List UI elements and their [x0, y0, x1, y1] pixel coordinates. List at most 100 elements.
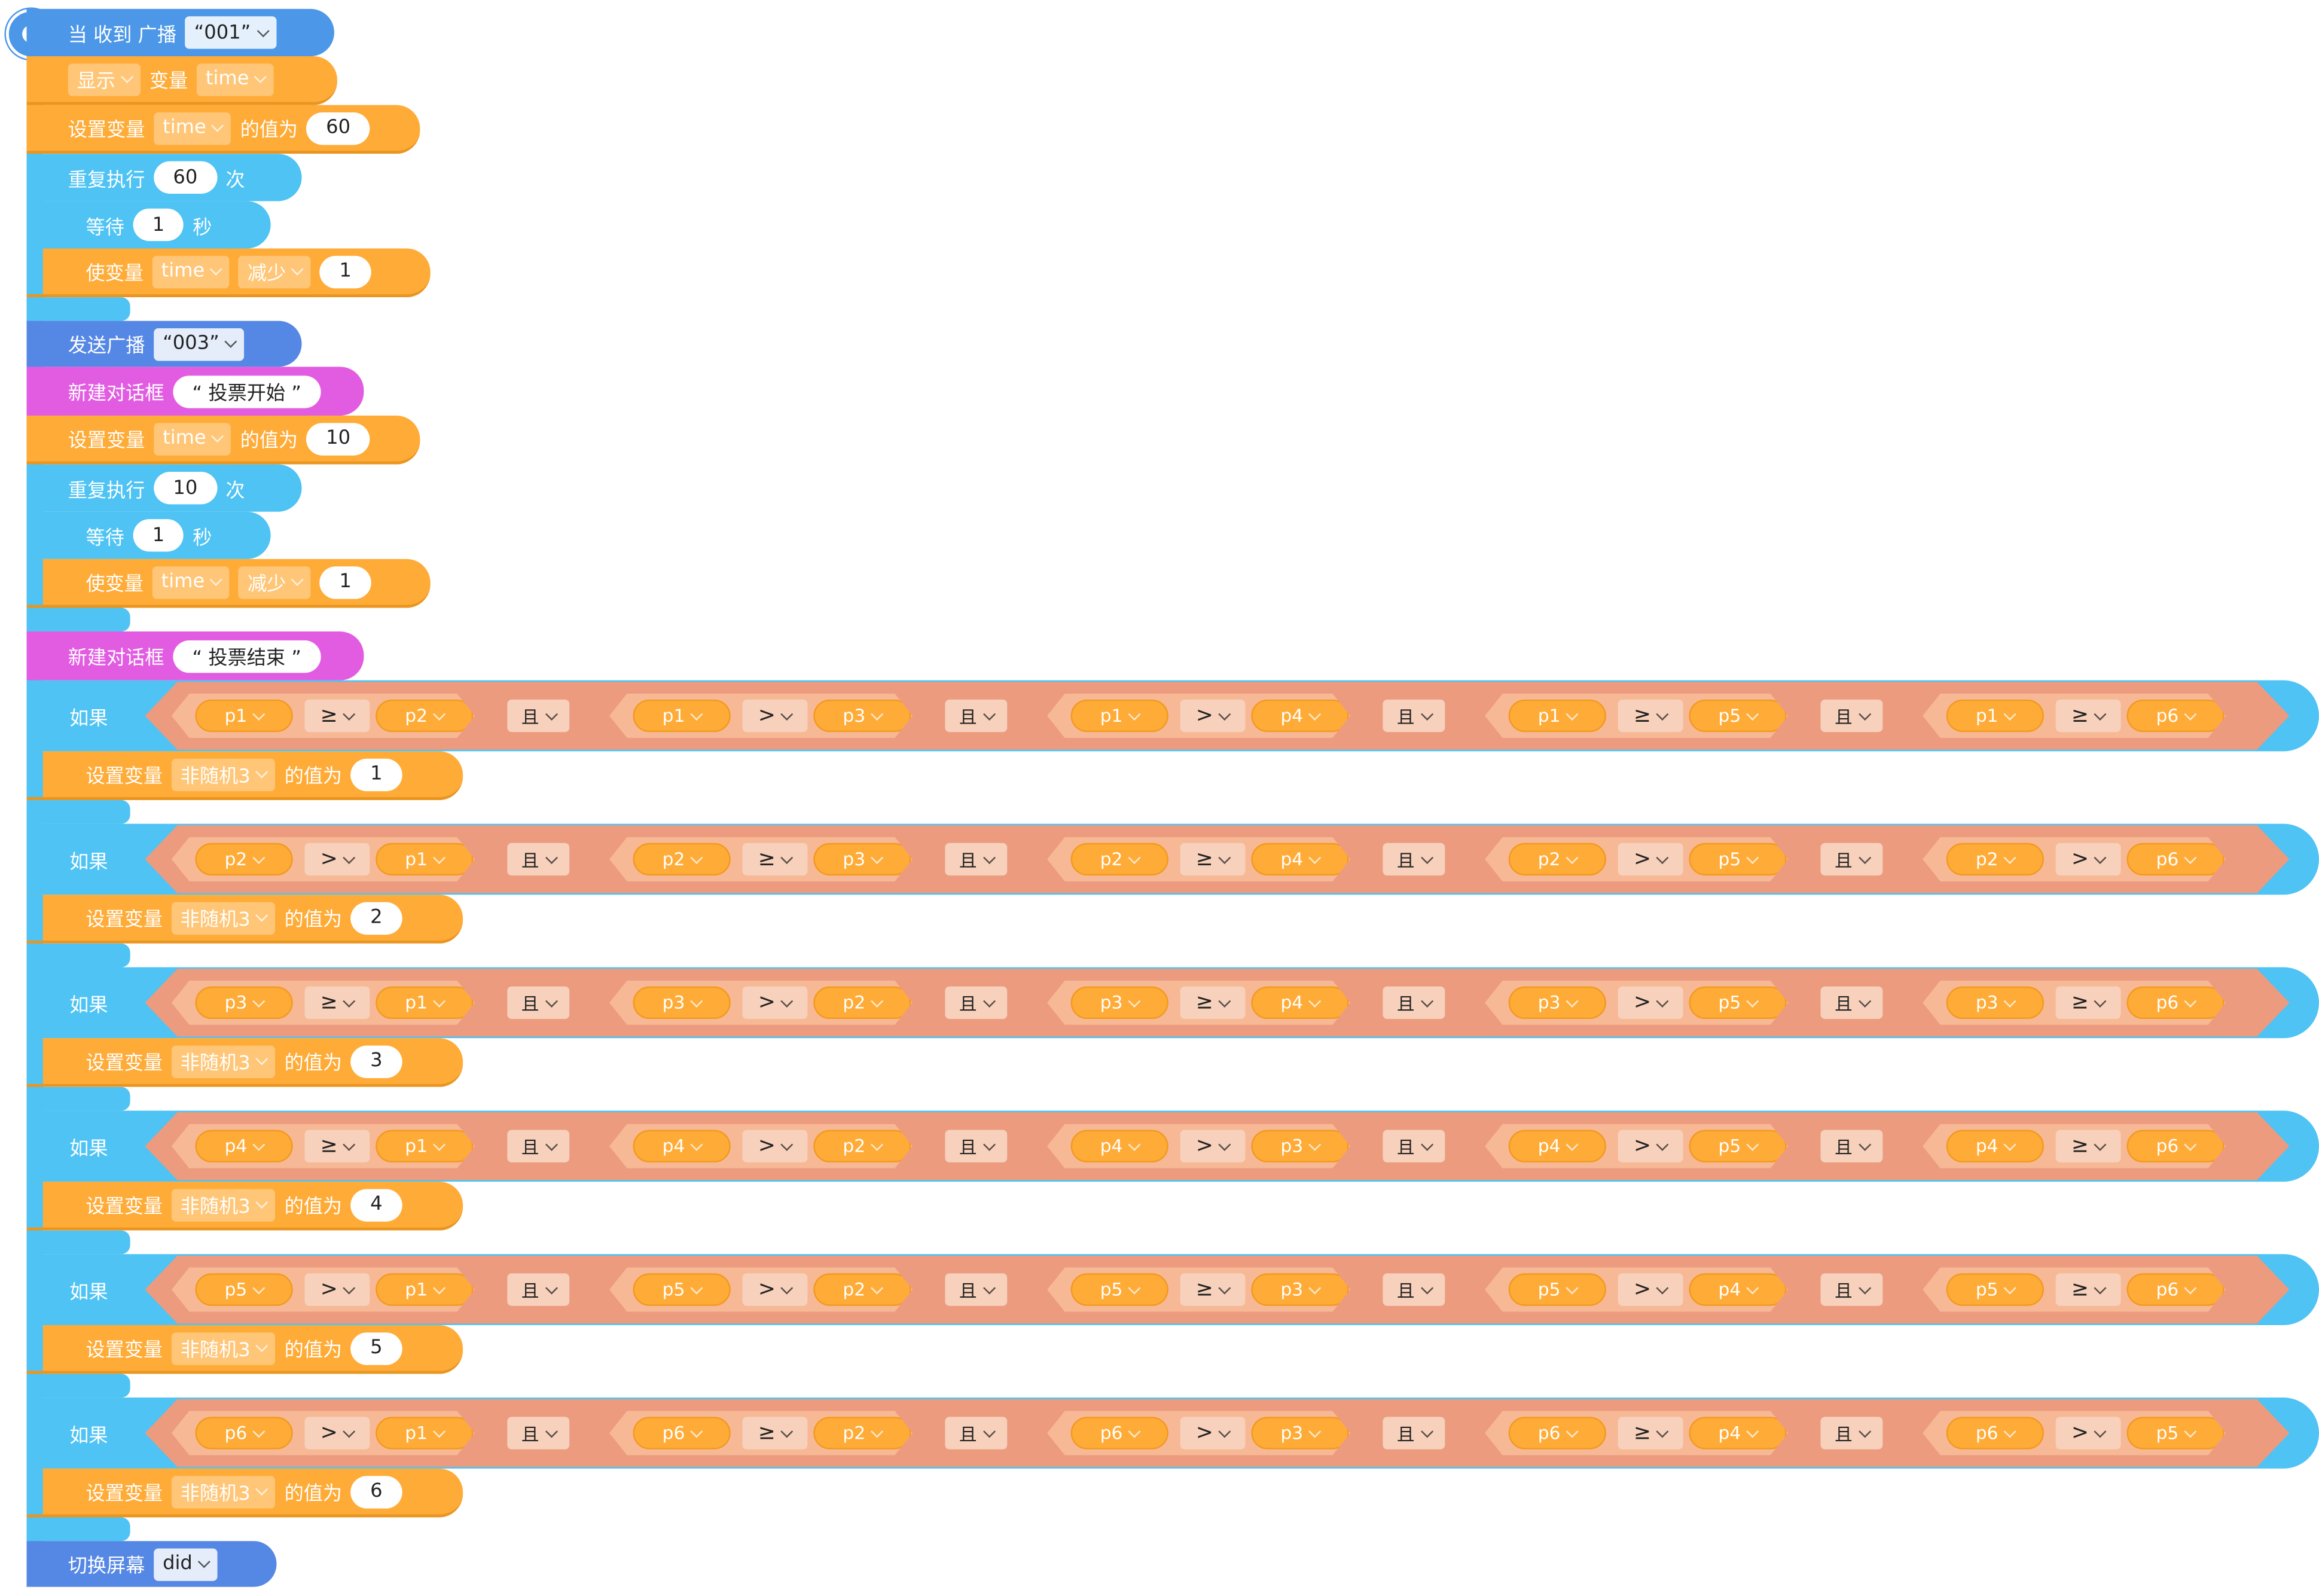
number-input[interactable]: “ 投票结束 ”: [173, 639, 321, 673]
variable-reporter[interactable]: p1: [376, 987, 473, 1019]
operator-dropdown[interactable]: ≥: [304, 700, 370, 732]
comparison-block[interactable]: p6>p3: [1047, 1411, 1350, 1455]
operator-dropdown[interactable]: ≥: [1180, 843, 1246, 875]
operator-dropdown[interactable]: ≥: [1180, 987, 1246, 1019]
variable-reporter[interactable]: p5: [1689, 700, 1786, 732]
variable-reporter[interactable]: p4: [1946, 1130, 2044, 1162]
and-operator-dropdown[interactable]: 且: [1821, 1417, 1883, 1449]
variable-reporter[interactable]: p5: [1689, 843, 1786, 875]
operator-dropdown[interactable]: >: [743, 700, 808, 732]
when-block[interactable]: 当 收到 广播“001”: [26, 8, 334, 56]
variable-reporter[interactable]: p2: [633, 843, 731, 875]
variable-reporter[interactable]: p6: [1509, 1417, 1606, 1449]
variable-reporter[interactable]: p6: [195, 1417, 292, 1449]
comparison-block[interactable]: p5≥p3: [1047, 1268, 1350, 1312]
variable-reporter[interactable]: p2: [813, 1130, 911, 1162]
number-input[interactable]: 3: [350, 1045, 402, 1078]
variable-reporter[interactable]: p4: [1689, 1273, 1786, 1305]
and-operator-dropdown[interactable]: 且: [1821, 843, 1883, 875]
variable-reporter[interactable]: p1: [1509, 700, 1606, 732]
variable-reporter[interactable]: p2: [1946, 843, 2044, 875]
variable-reporter[interactable]: p2: [376, 700, 473, 732]
and-operator-dropdown[interactable]: 且: [945, 700, 1007, 732]
and-operator-dropdown[interactable]: 且: [507, 987, 569, 1019]
and-operator-dropdown[interactable]: 且: [1821, 987, 1883, 1019]
comparison-block[interactable]: p4≥p1: [172, 1124, 475, 1168]
and-operator-dropdown[interactable]: 且: [945, 1417, 1007, 1449]
operator-dropdown[interactable]: >: [743, 1273, 808, 1305]
and-operator-dropdown[interactable]: 且: [507, 700, 569, 732]
variable-reporter[interactable]: p2: [813, 1273, 911, 1305]
comparison-block[interactable]: p4>p5: [1485, 1124, 1788, 1168]
variable-reporter[interactable]: p1: [633, 700, 731, 732]
and-operator-dropdown[interactable]: 且: [507, 1130, 569, 1162]
and-operator-dropdown[interactable]: 且: [945, 987, 1007, 1019]
field-dropdown[interactable]: 非随机3: [171, 1188, 276, 1221]
comparison-block[interactable]: p4 ≥p6: [1923, 1124, 2226, 1168]
operator-dropdown[interactable]: ≥: [2056, 1130, 2121, 1162]
operator-dropdown[interactable]: >: [304, 1417, 370, 1449]
field-dropdown[interactable]: 非随机3: [171, 758, 276, 791]
variable-reporter[interactable]: p2: [813, 1417, 911, 1449]
variable-reporter[interactable]: p6: [2126, 1130, 2224, 1162]
variable-reporter[interactable]: p1: [376, 843, 473, 875]
variable-reporter[interactable]: p1: [195, 700, 292, 732]
number-input[interactable]: 2: [350, 901, 402, 934]
comparison-block[interactable]: p5≥p6: [1923, 1268, 2226, 1312]
variable-reporter[interactable]: p6: [2126, 700, 2224, 732]
variable-reporter[interactable]: p4: [1251, 843, 1348, 875]
operator-dropdown[interactable]: ≥: [743, 843, 808, 875]
variable-reporter[interactable]: p4: [1071, 1130, 1168, 1162]
and-operator-dropdown[interactable]: 且: [507, 1273, 569, 1305]
variable-reporter[interactable]: p5: [2126, 1417, 2224, 1449]
dlg1-block[interactable]: 新建对话框“ 投票开始 ”: [26, 367, 364, 416]
comparison-block[interactable]: p2>p1: [172, 837, 475, 881]
variable-reporter[interactable]: p5: [1689, 1130, 1786, 1162]
dlg2-block[interactable]: 新建对话框“ 投票结束 ”: [26, 631, 364, 680]
number-input[interactable]: 5: [350, 1332, 402, 1365]
variable-reporter[interactable]: p3: [195, 987, 292, 1019]
variable-reporter[interactable]: p4: [1689, 1417, 1786, 1449]
operator-dropdown[interactable]: >: [1180, 1130, 1246, 1162]
variable-reporter[interactable]: p5: [1509, 1273, 1606, 1305]
variable-reporter[interactable]: p3: [633, 987, 731, 1019]
variable-reporter[interactable]: p5: [1071, 1273, 1168, 1305]
operator-dropdown[interactable]: >: [1618, 1273, 1683, 1305]
bc-block[interactable]: 发送广播“003”: [26, 321, 302, 367]
variable-reporter[interactable]: p3: [1071, 987, 1168, 1019]
and-operator-dropdown[interactable]: 且: [1821, 1130, 1883, 1162]
operator-dropdown[interactable]: ≥: [2056, 700, 2121, 732]
variable-reporter[interactable]: p4: [195, 1130, 292, 1162]
variable-reporter[interactable]: p6: [2126, 987, 2224, 1019]
field-dropdown[interactable]: 非随机3: [171, 1045, 276, 1078]
and-operator-dropdown[interactable]: 且: [945, 1130, 1007, 1162]
comparison-block[interactable]: p3≥p4: [1047, 981, 1350, 1025]
comparison-block[interactable]: p1≥p5: [1485, 694, 1788, 738]
and-operator-dropdown[interactable]: 且: [1383, 1417, 1445, 1449]
number-input[interactable]: 10: [154, 471, 217, 505]
operator-dropdown[interactable]: >: [1618, 843, 1683, 875]
operator-dropdown[interactable]: >: [1180, 700, 1246, 732]
number-input[interactable]: 1: [133, 208, 184, 242]
variable-reporter[interactable]: p2: [195, 843, 292, 875]
variable-reporter[interactable]: p6: [2126, 843, 2224, 875]
operator-dropdown[interactable]: ≥: [2056, 987, 2121, 1019]
comparison-block[interactable]: p1≥p6: [1923, 694, 2226, 738]
variable-reporter[interactable]: p5: [1946, 1273, 2044, 1305]
variable-reporter[interactable]: p5: [633, 1273, 731, 1305]
comparison-block[interactable]: p6≥p4: [1485, 1411, 1788, 1455]
and-operator-dropdown[interactable]: 且: [1383, 700, 1445, 732]
